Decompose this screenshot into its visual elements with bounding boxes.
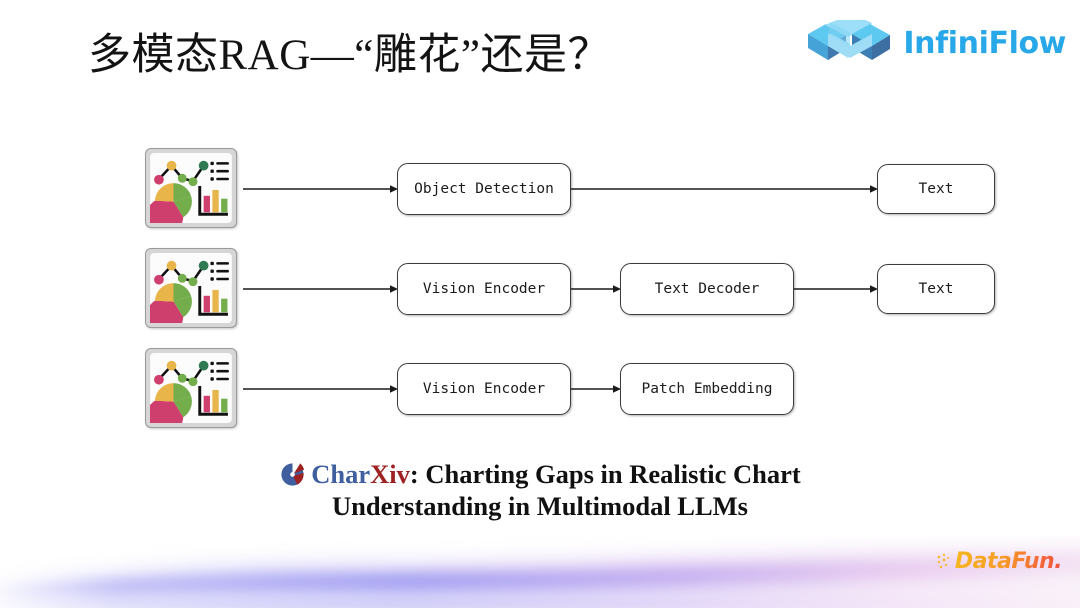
infiniflow-wordmark: InfiniFlow xyxy=(903,25,1066,61)
pipeline-diagram: Object Detection Text xyxy=(0,140,1080,445)
page-title: 多模态RAG—“雕花”还是？ xyxy=(88,32,611,79)
paper-caption-line1-rest: Charting Gaps in Realistic Chart xyxy=(425,459,801,489)
arrow-vision-encoder-to-text-decoder xyxy=(571,283,621,295)
pipeline-row-vision-encoder-patch-embedding: Vision Encoder Patch Embedding xyxy=(0,345,1080,445)
chart-collage-icon xyxy=(145,248,237,328)
pipeline-row-vision-encoder-text-decoder: Vision Encoder Text Decoder Text xyxy=(0,245,1080,345)
pipeline-row-object-detection: Object Detection Text xyxy=(0,145,1080,245)
paper-caption-line-1: CharXiv: Charting Gaps in Realistic Char… xyxy=(0,458,1080,490)
arrow-thumb-to-vision-encoder-2 xyxy=(243,283,398,295)
arrow-thumb-to-object-detection xyxy=(243,183,398,195)
infinity-cube-icon xyxy=(808,20,891,60)
arrow-object-detection-to-text xyxy=(571,183,878,195)
infiniflow-logo: InfiniFlow xyxy=(806,20,1066,66)
charxiv-pie-icon xyxy=(281,463,305,486)
datafun-wordmark: DataFun. xyxy=(954,549,1063,574)
node-text-output-2[interactable]: Text xyxy=(877,264,995,314)
node-vision-encoder-3[interactable]: Vision Encoder xyxy=(397,363,571,415)
node-text-output-1[interactable]: Text xyxy=(877,164,995,214)
gradient-wave-decoration xyxy=(0,536,1080,608)
charxiv-name-part2: Xiv xyxy=(370,459,410,489)
arrow-thumb-to-vision-encoder-3 xyxy=(243,383,398,395)
dot-grid-icon xyxy=(937,553,949,568)
arrow-vision-encoder-to-patch-embedding xyxy=(571,383,621,395)
charxiv-name-part1: Char xyxy=(311,459,371,489)
node-object-detection[interactable]: Object Detection xyxy=(397,163,571,215)
chart-collage-icon xyxy=(145,348,237,428)
datafun-logo: DataFun. xyxy=(936,549,1063,574)
node-patch-embedding[interactable]: Patch Embedding xyxy=(620,363,794,415)
arrow-text-decoder-to-text xyxy=(794,283,878,295)
paper-caption-separator: : xyxy=(409,459,426,489)
paper-caption: CharXiv: Charting Gaps in Realistic Char… xyxy=(0,458,1080,523)
chart-collage-icon xyxy=(145,148,237,228)
node-vision-encoder-2[interactable]: Vision Encoder xyxy=(397,263,571,315)
paper-caption-line-2: Understanding in Multimodal LLMs xyxy=(332,491,748,522)
node-text-decoder[interactable]: Text Decoder xyxy=(620,263,794,315)
